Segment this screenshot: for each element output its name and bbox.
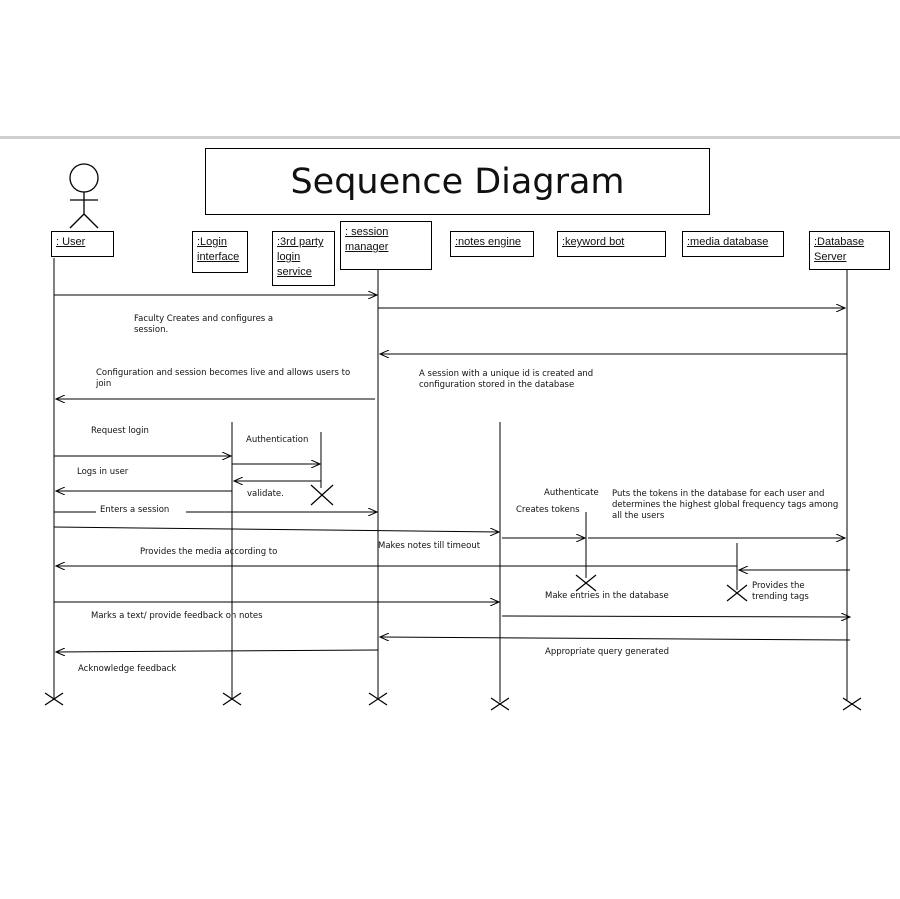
page-divider [0, 136, 900, 139]
lifelines [53, 258, 848, 702]
message-arrows [53, 295, 851, 652]
destroy-icon [842, 697, 862, 711]
message-label: Provides the media according to [140, 547, 278, 557]
message-label: Puts the tokens in the database for each… [612, 489, 839, 521]
destroy-icon [726, 584, 748, 602]
message-label: A session with a unique id is created an… [419, 369, 594, 390]
message-label: Faculty Creates and configures a session… [134, 314, 274, 335]
message-label: Request login [91, 426, 149, 436]
lifeline-box-login: :Login interface [192, 231, 248, 273]
lifeline-box-session-manager: : session manager [340, 221, 432, 270]
destroy-icon [575, 574, 597, 592]
message-label: Authentication [246, 435, 309, 445]
message-label: Acknowledge feedback [78, 664, 177, 674]
arrow-m18 [56, 650, 379, 652]
message-label: Configuration and session becomes live a… [96, 368, 351, 389]
message-label: validate. [247, 489, 284, 499]
message-label: Logs in user [77, 467, 129, 477]
lifeline-box-user: : User [51, 231, 114, 257]
message-label: Makes notes till timeout [378, 541, 481, 551]
destroy-icon [44, 692, 64, 706]
lifeline-box-notes-engine: :notes engine [450, 231, 534, 257]
destroy-icon [222, 692, 242, 706]
destroy-icon [368, 692, 388, 706]
lifeline-box-keyword-bot: :keyword bot [557, 231, 666, 257]
diagram-title: Sequence Diagram [205, 148, 710, 215]
message-label: Marks a text/ provide feedback on notes [91, 611, 263, 621]
destroy-icon [490, 697, 510, 711]
message-label: Enters a session [100, 505, 170, 515]
arrow-m15b [501, 616, 850, 617]
destroy-icon [310, 484, 334, 506]
actor-icon [69, 163, 99, 229]
arrow-m17 [380, 637, 851, 640]
message-label: Make entries in the database [545, 591, 669, 601]
message-label: Creates tokens [516, 505, 580, 515]
message-label: Provides the trending tags [752, 581, 809, 602]
lifeline-box-database-server: :Database Server [809, 231, 890, 270]
arrow-m12 [53, 526, 499, 532]
destroy-marks [44, 484, 862, 711]
lifeline-box-media-database: :media database [682, 231, 784, 257]
message-label: Authenticate [544, 488, 599, 498]
message-label: Appropriate query generated [545, 647, 669, 657]
lifeline-box-third-party: :3rd party login service [272, 231, 335, 286]
